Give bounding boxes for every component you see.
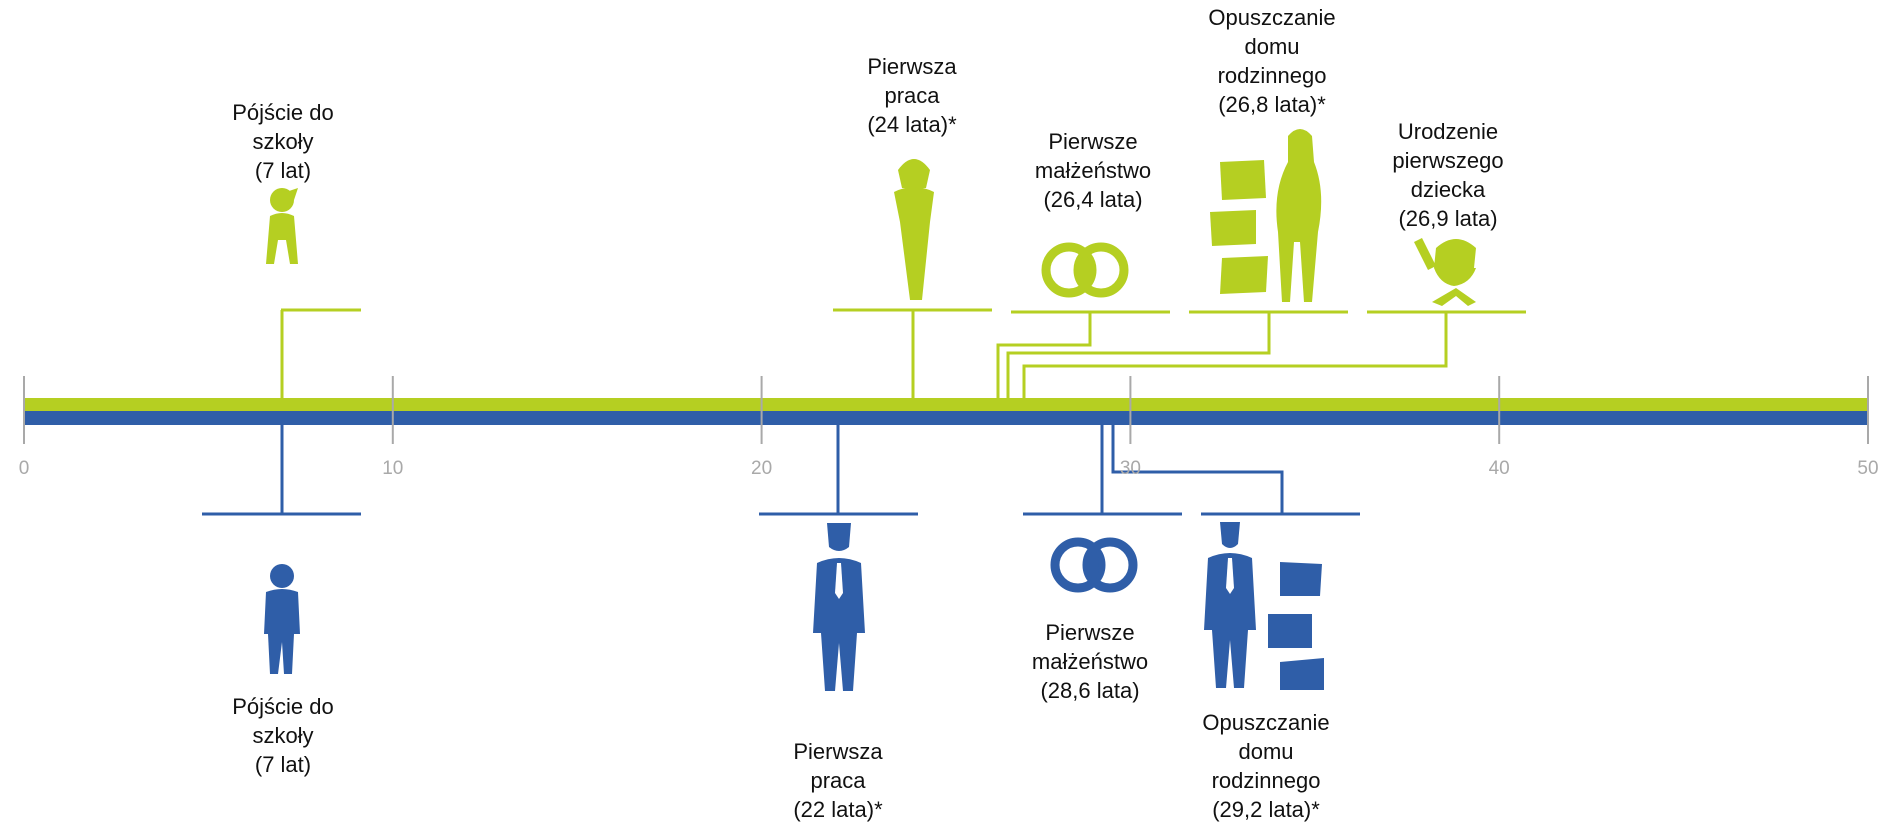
- tick-label-30: 30: [1119, 458, 1141, 479]
- tick-label-0: 0: [18, 458, 30, 479]
- women-timeline-bar: [24, 398, 1868, 411]
- wedding-rings-icon: [1050, 537, 1138, 593]
- baby-stroller-icon: [1414, 238, 1476, 306]
- men-event-first-job-label: Pierwsza praca (22 lata)*: [793, 739, 883, 822]
- women-event-marriage-label: Pierwsze małżeństwo (26,4 lata): [1034, 129, 1152, 212]
- women-event-first-job-label: Pierwsza praca (24 lata)*: [867, 54, 957, 137]
- women-marriage-connector: [996, 310, 1170, 399]
- tick-label-10: 10: [382, 458, 404, 479]
- men-marriage-connector: [1023, 424, 1182, 516]
- women-event-leaving-home-label: Opuszczanie domu rodzinnego (26,8 lata)*: [1208, 5, 1336, 117]
- wedding-rings-icon: [1041, 242, 1129, 298]
- men-event-school-label: Pójście do szkoły (7 lat): [232, 694, 334, 777]
- event-icons: [264, 129, 1476, 691]
- tick-label-20: 20: [751, 458, 773, 479]
- men-event-leaving-home-label: Opuszczanie domu rodzinnego (29,2 lata)*: [1202, 710, 1330, 822]
- women-event-first-child-label: Urodzenie pierwszego dziecka (26,9 lata): [1392, 119, 1504, 231]
- tick-label-40: 40: [1488, 458, 1510, 479]
- woman-icon: [894, 159, 934, 300]
- men-first-job-connector: [759, 424, 918, 516]
- women-school-connector: [280, 308, 361, 399]
- boy-icon: [264, 564, 300, 674]
- girl-icon: [266, 188, 298, 264]
- event-connectors: [202, 308, 1526, 516]
- timeline-axis: [23, 376, 1869, 444]
- women-first-job-connector: [833, 308, 992, 399]
- women-event-school-label: Pójście do szkoły (7 lat): [232, 100, 334, 183]
- tick-label-50: 50: [1857, 458, 1879, 479]
- men-school-connector: [202, 424, 361, 516]
- men-event-marriage-label: Pierwsze małżeństwo (28,6 lata): [1031, 620, 1149, 703]
- women-first-child-connector: [1022, 310, 1526, 399]
- man-in-suit-icon: [813, 523, 865, 691]
- men-leaving-home-connector: [1111, 424, 1360, 516]
- woman-with-boxes-icon: [1210, 129, 1322, 302]
- men-timeline-bar: [24, 411, 1868, 425]
- women-leaving-home-connector: [1006, 310, 1348, 399]
- man-with-boxes-icon: [1204, 522, 1324, 690]
